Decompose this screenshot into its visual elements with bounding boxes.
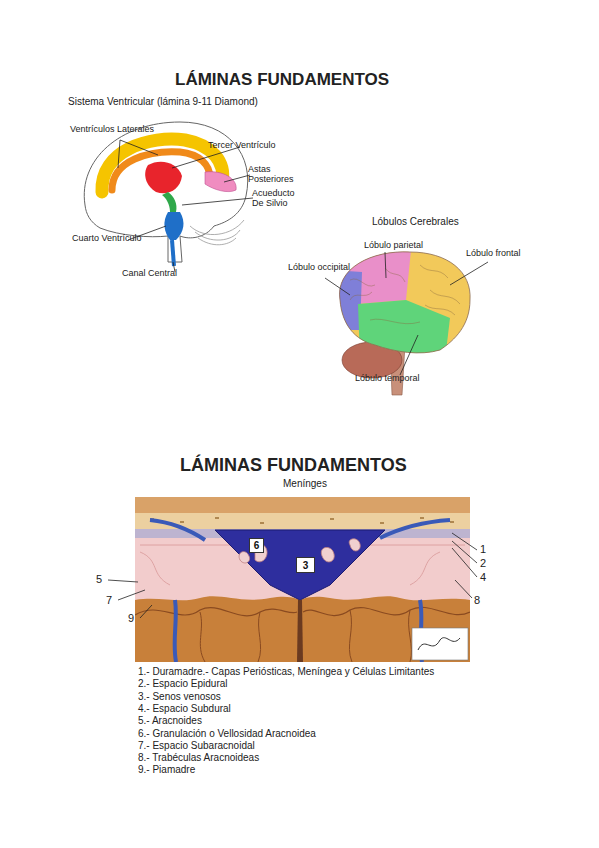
cerebellum-lines: [190, 220, 244, 245]
legend-item-text: 4.- Espacio Subdural: [138, 703, 558, 715]
label-text: Lóbulo temporal: [355, 373, 445, 383]
brain-outline: [340, 252, 471, 353]
label-text: Lóbulos Cerebrales: [372, 216, 482, 228]
label-text: Lóbulo parietal: [364, 240, 454, 250]
posterior-horn: [205, 172, 236, 192]
fourth-ventricle: [164, 212, 183, 240]
bone-texture: [150, 518, 454, 523]
callout-number: 7: [106, 594, 126, 607]
meninges-section: [135, 497, 470, 662]
title: LÁMINAS FUNDAMENTOS: [175, 70, 435, 90]
label-text: Menínges: [283, 478, 363, 490]
signature-scribble: [418, 638, 460, 650]
leader-lines: [118, 140, 253, 272]
label-text: Acueducto De Silvio: [252, 188, 298, 209]
legend-item-text: 8.- Trabéculas Aracnoideas: [138, 752, 558, 764]
sulci: [200, 610, 411, 662]
venous-sinus: [215, 530, 385, 600]
skull-bone: [135, 513, 470, 529]
label-text: Cuarto Ventrículo: [72, 233, 162, 243]
signature-box: [412, 628, 468, 660]
legend-item-text: 9.- Piamadre: [138, 764, 558, 776]
label-text: Tercer Ventrículo: [208, 140, 298, 150]
label-text: Canal Central: [122, 268, 212, 278]
callout-number: 1: [480, 543, 500, 556]
occipital-lobe: [330, 270, 362, 330]
label-text: Astas Posteriores: [248, 164, 303, 185]
legend-item-text: 6.- Granulación o Vellosidad Aracnoidea: [138, 728, 558, 740]
frontal-lobe: [330, 240, 480, 370]
callout-number: 3: [303, 560, 309, 571]
callout-number: 4: [480, 571, 500, 584]
label-text: Ventrículos Laterales: [70, 124, 170, 134]
aqueduct: [162, 192, 177, 212]
gyri: [350, 265, 460, 324]
falx: [297, 600, 303, 662]
title: LÁMINAS FUNDAMENTOS: [180, 455, 440, 476]
callout-number: 5: [96, 573, 116, 586]
label-text: Lóbulo frontal: [466, 248, 546, 258]
legend-item-text: 1.- Duramadre.- Capas Periósticas, Menín…: [138, 666, 558, 678]
number-box: 3: [296, 557, 315, 573]
callout-number: 2: [480, 557, 500, 570]
callout-number: 6: [254, 540, 260, 551]
label-text: Lóbulo occipital: [288, 262, 368, 272]
legend-item-text: 2.- Espacio Epidural: [138, 678, 558, 690]
number-box: 6: [249, 538, 264, 553]
brain-tissue: [135, 497, 470, 662]
leader-lines: [108, 533, 477, 618]
scalp: [135, 497, 470, 513]
legend-item-text: 7.- Espacio Subaracnoidal: [138, 740, 558, 752]
veins: [150, 520, 450, 662]
legend-item-text: 5.- Aracnoides: [138, 715, 558, 727]
legend-item-text: 3.- Senos venosos: [138, 691, 558, 703]
label-text: Sistema Ventricular (lámina 9-11 Diamond…: [68, 96, 328, 108]
callout-number: 9: [128, 612, 148, 625]
callout-number: 8: [474, 594, 494, 607]
